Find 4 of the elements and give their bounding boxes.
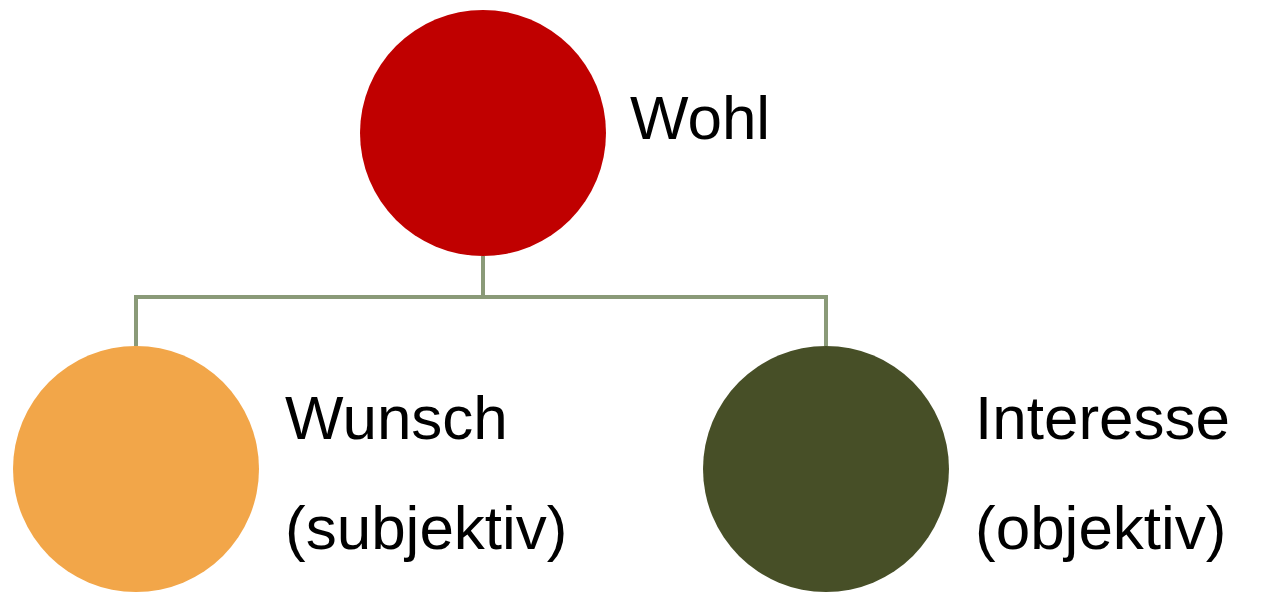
connector-line [481, 256, 828, 346]
node-label: Wunsch (subjektiv) [285, 382, 569, 564]
node-label: Interesse (objektiv) [975, 382, 1232, 564]
node-label: Wohl [630, 82, 772, 154]
